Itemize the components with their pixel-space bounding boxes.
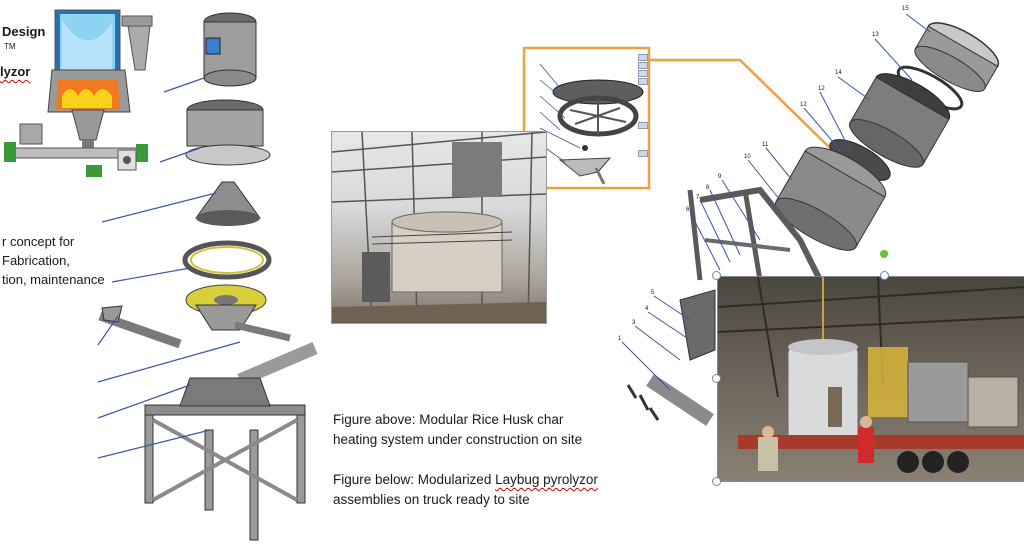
caption-above-line-1: Figure above: Modular Rice Husk char xyxy=(333,412,564,427)
caption-below-prefix: Figure below: Modularized xyxy=(333,472,496,487)
part-number: 12 xyxy=(818,86,825,92)
parts-list-thumb xyxy=(638,70,648,77)
selection-handle-tm[interactable] xyxy=(880,271,889,280)
part-number: 5 xyxy=(651,290,655,296)
concept-line-1: r concept for xyxy=(2,234,75,249)
part-number: 10 xyxy=(744,154,751,160)
zoomed-parts-detail xyxy=(539,63,644,185)
caption-above: Figure above: Modular Rice Husk char hea… xyxy=(333,410,582,450)
caption-below: Figure below: Modularized Laybug pyrolyz… xyxy=(333,470,598,510)
leader-lines-left xyxy=(97,77,241,459)
selection-handle-tl[interactable] xyxy=(712,271,721,280)
exploded-assembly-right xyxy=(626,22,1000,426)
part-number: 7 xyxy=(696,195,700,201)
selection-handle-bl[interactable] xyxy=(712,477,721,486)
title-line-1: Design xyxy=(2,24,46,39)
part-number: 4 xyxy=(645,306,649,312)
rotation-handle[interactable] xyxy=(881,250,888,257)
part-number: 9 xyxy=(718,174,722,180)
part-number: 8 xyxy=(706,185,710,191)
caption-below-line-1: Figure below: Modularized Laybug pyrolyz… xyxy=(333,470,598,490)
caption-below-misspelled: Laybug pyrolyzor xyxy=(495,472,598,487)
part-number: 1 xyxy=(618,336,622,342)
title-line-3: lyzor xyxy=(0,64,31,79)
parts-list-thumb xyxy=(638,54,648,61)
part-number: 3 xyxy=(632,320,636,326)
parts-list-thumb xyxy=(638,62,648,69)
zoom-callout-line xyxy=(650,58,831,149)
part-number: 15 xyxy=(902,6,909,12)
part-number: 11 xyxy=(762,142,769,148)
concept-line-2: Fabrication, xyxy=(2,253,70,268)
part-number: 13 xyxy=(872,32,879,38)
part-number: 14 xyxy=(835,70,842,76)
selection-handle-ml[interactable] xyxy=(712,374,721,383)
construction-site-sketch xyxy=(332,132,546,323)
truck-assemblies-photo xyxy=(717,276,1024,482)
concept-text: r concept for Fabrication, tion, mainten… xyxy=(2,232,105,289)
caption-above-line-2: heating system under construction on sit… xyxy=(333,432,583,447)
truck-assemblies-sketch xyxy=(718,277,1024,473)
title-trademark: TM xyxy=(4,42,16,51)
parts-list-thumb xyxy=(638,122,648,129)
parts-list-thumb xyxy=(638,150,648,157)
parts-list-thumb xyxy=(638,78,648,85)
leader-lines-right xyxy=(621,13,931,391)
exploded-assembly-left xyxy=(98,12,318,541)
caption-below-line-2: assemblies on truck ready to site xyxy=(333,492,530,507)
concept-line-3: tion, maintenance xyxy=(2,272,105,287)
construction-site-photo xyxy=(331,131,547,324)
reactor-cutaway-drawing xyxy=(4,9,153,177)
part-number: 6 xyxy=(686,207,690,213)
part-number: 12 xyxy=(800,102,807,108)
